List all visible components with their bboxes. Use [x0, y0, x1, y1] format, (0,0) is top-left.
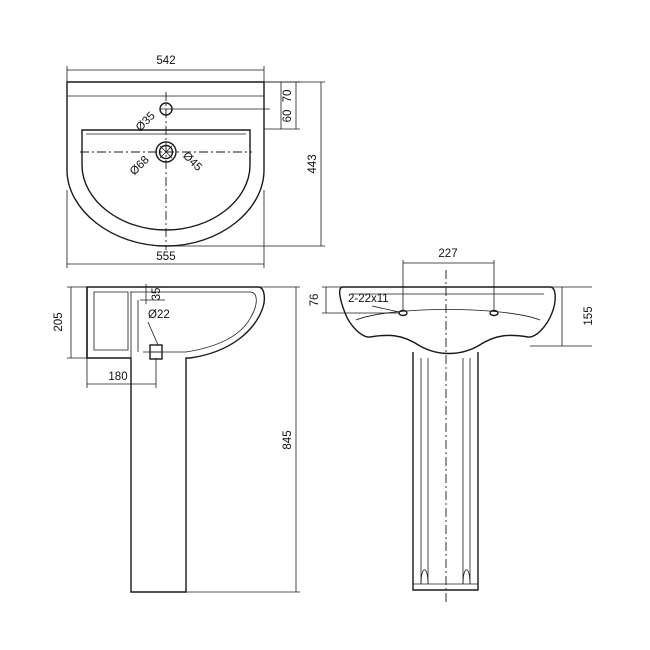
dim-depth: 443 [307, 154, 319, 173]
dim-front-height: 155 [583, 306, 595, 325]
pedestal-front [412, 352, 479, 591]
top-view: 542 Ø35 Ø68 Ø45 60 70 443 [66, 55, 325, 268]
dim-width-top: 542 [156, 55, 175, 67]
dim-fixing-holes: 2-22x11 [348, 293, 389, 305]
dim-offset-70: 70 [282, 90, 294, 103]
dim-waste-offset: 180 [108, 371, 127, 383]
fixing-hole-right [489, 309, 499, 317]
basin-side-inner [130, 291, 257, 353]
dim-overflow-outer: Ø68 [128, 154, 152, 178]
side-view: Ø22 35 205 180 845 [53, 284, 300, 593]
dim-waste-diameter: Ø22 [148, 309, 170, 321]
basin-side-outline [86, 286, 266, 593]
front-view: 227 2-22x11 76 155 [309, 248, 595, 602]
dim-fixing-spacing: 227 [438, 248, 457, 260]
dim-overflow-height: 35 [151, 288, 163, 301]
dim-basin-height: 205 [53, 312, 65, 331]
dim-overflow-inner: Ø45 [180, 150, 204, 174]
dim-offset-60: 60 [282, 110, 294, 123]
dim-fixing-height: 76 [309, 294, 321, 307]
basin-outline-top [66, 81, 265, 247]
waste-outer [155, 141, 177, 163]
basin-front-outline [338, 286, 556, 355]
waste-inner [158, 144, 174, 160]
dim-width-bottom: 555 [156, 251, 175, 263]
dim-total-height: 845 [282, 430, 294, 449]
